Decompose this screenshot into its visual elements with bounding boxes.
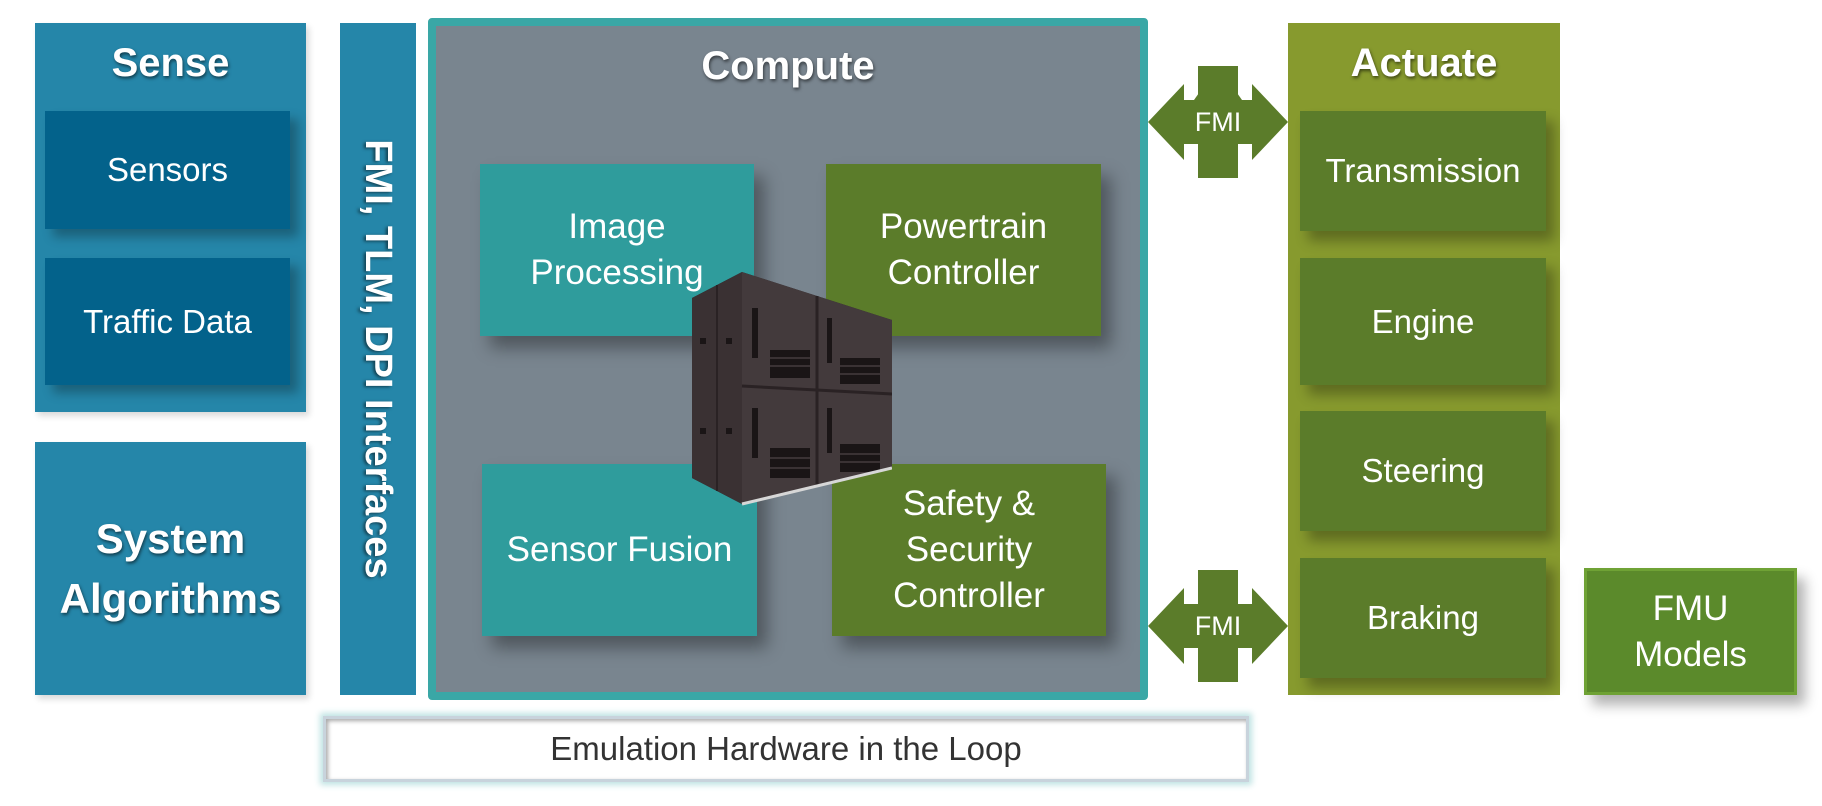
system-algorithms-line1: System [95,514,246,562]
safety-security-controller-box: Safety & Security Controller [832,464,1106,636]
fmi-arrow-top: FMI [1148,66,1288,178]
safety-line1: Safety & [902,484,1036,523]
image-processing-line1: Image [568,207,666,246]
powertrain-line2: Controller [887,253,1040,292]
traffic-data-label: Traffic Data [83,302,252,340]
safety-line2: Security [905,530,1033,569]
steering-label: Steering [1361,452,1485,489]
sense-title: Sense [111,40,230,85]
interfaces-bar: FMI, TLM, DPI Interfaces [340,23,416,695]
system-algorithms-box: System Algorithms [35,442,306,695]
sense-panel: Sense Sensors Traffic Data [35,23,306,412]
powertrain-line1: Powertrain [879,207,1048,246]
compute-title: Compute [701,43,875,88]
transmission-box: Transmission [1300,111,1546,231]
powertrain-controller-box: Powertrain Controller [826,164,1101,336]
sensor-fusion-box: Sensor Fusion [482,464,757,636]
fmu-line1: FMU [1652,588,1729,628]
braking-box: Braking [1300,558,1546,678]
safety-line3: Controller [893,576,1045,615]
sensors-label: Sensors [106,151,229,188]
actuate-title: Actuate [1350,40,1498,85]
system-algorithms-line2: Algorithms [59,574,282,622]
emulator-server-icon [692,272,892,506]
emulation-label: Emulation Hardware in the Loop [550,730,1022,767]
fmi-arrow-bottom: FMI [1148,570,1288,682]
double-arrow-icon [1148,570,1288,682]
steering-box: Steering [1300,411,1546,531]
braking-label: Braking [1367,599,1479,636]
fmi-label-bottom: FMI [1194,610,1242,641]
emulation-hardware-bar: Emulation Hardware in the Loop [323,716,1249,782]
engine-label: Engine [1371,302,1475,340]
transmission-label: Transmission [1325,152,1521,189]
fmu-line2: Models [1634,634,1747,674]
interfaces-label: FMI, TLM, DPI Interfaces [357,139,400,579]
fmi-label-top: FMI [1194,106,1242,137]
traffic-data-box: Traffic Data [45,258,290,385]
actuate-panel: Actuate Transmission Engine Steering Bra… [1288,23,1560,695]
sensor-fusion-label: Sensor Fusion [506,530,733,569]
sensors-box: Sensors [45,111,290,229]
fmu-models-box: FMU Models [1584,568,1797,695]
image-processing-line2: Processing [530,253,704,292]
double-arrow-icon [1148,66,1288,178]
engine-box: Engine [1300,258,1546,385]
